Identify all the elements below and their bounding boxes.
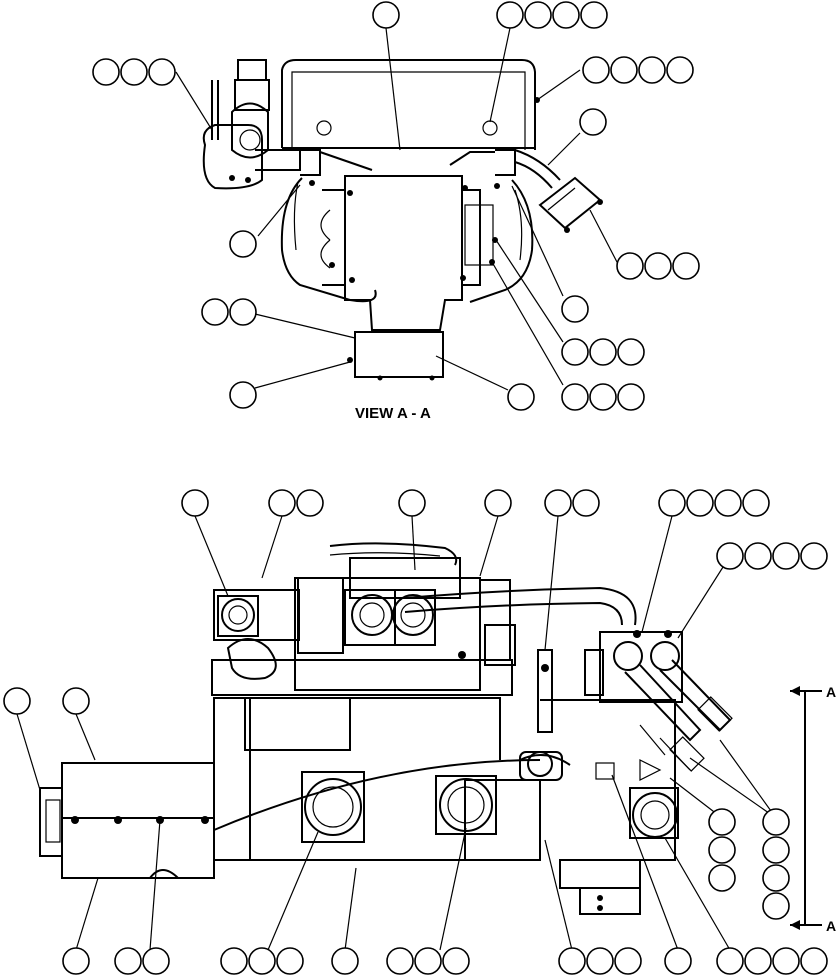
side-view-drawing (39, 542, 733, 915)
view-label: VIEW A - A (355, 405, 431, 422)
view-a-a-leaders (175, 27, 619, 391)
view-a-a-balloons (92, 1, 700, 411)
section-marker-top: A (826, 684, 836, 700)
side-view-balloons (3, 489, 828, 975)
side-view-leaders (16, 515, 777, 951)
view-a-a-drawing (202, 59, 603, 381)
section-arrow-a-a (790, 686, 822, 930)
section-marker-bottom: A (826, 918, 836, 934)
